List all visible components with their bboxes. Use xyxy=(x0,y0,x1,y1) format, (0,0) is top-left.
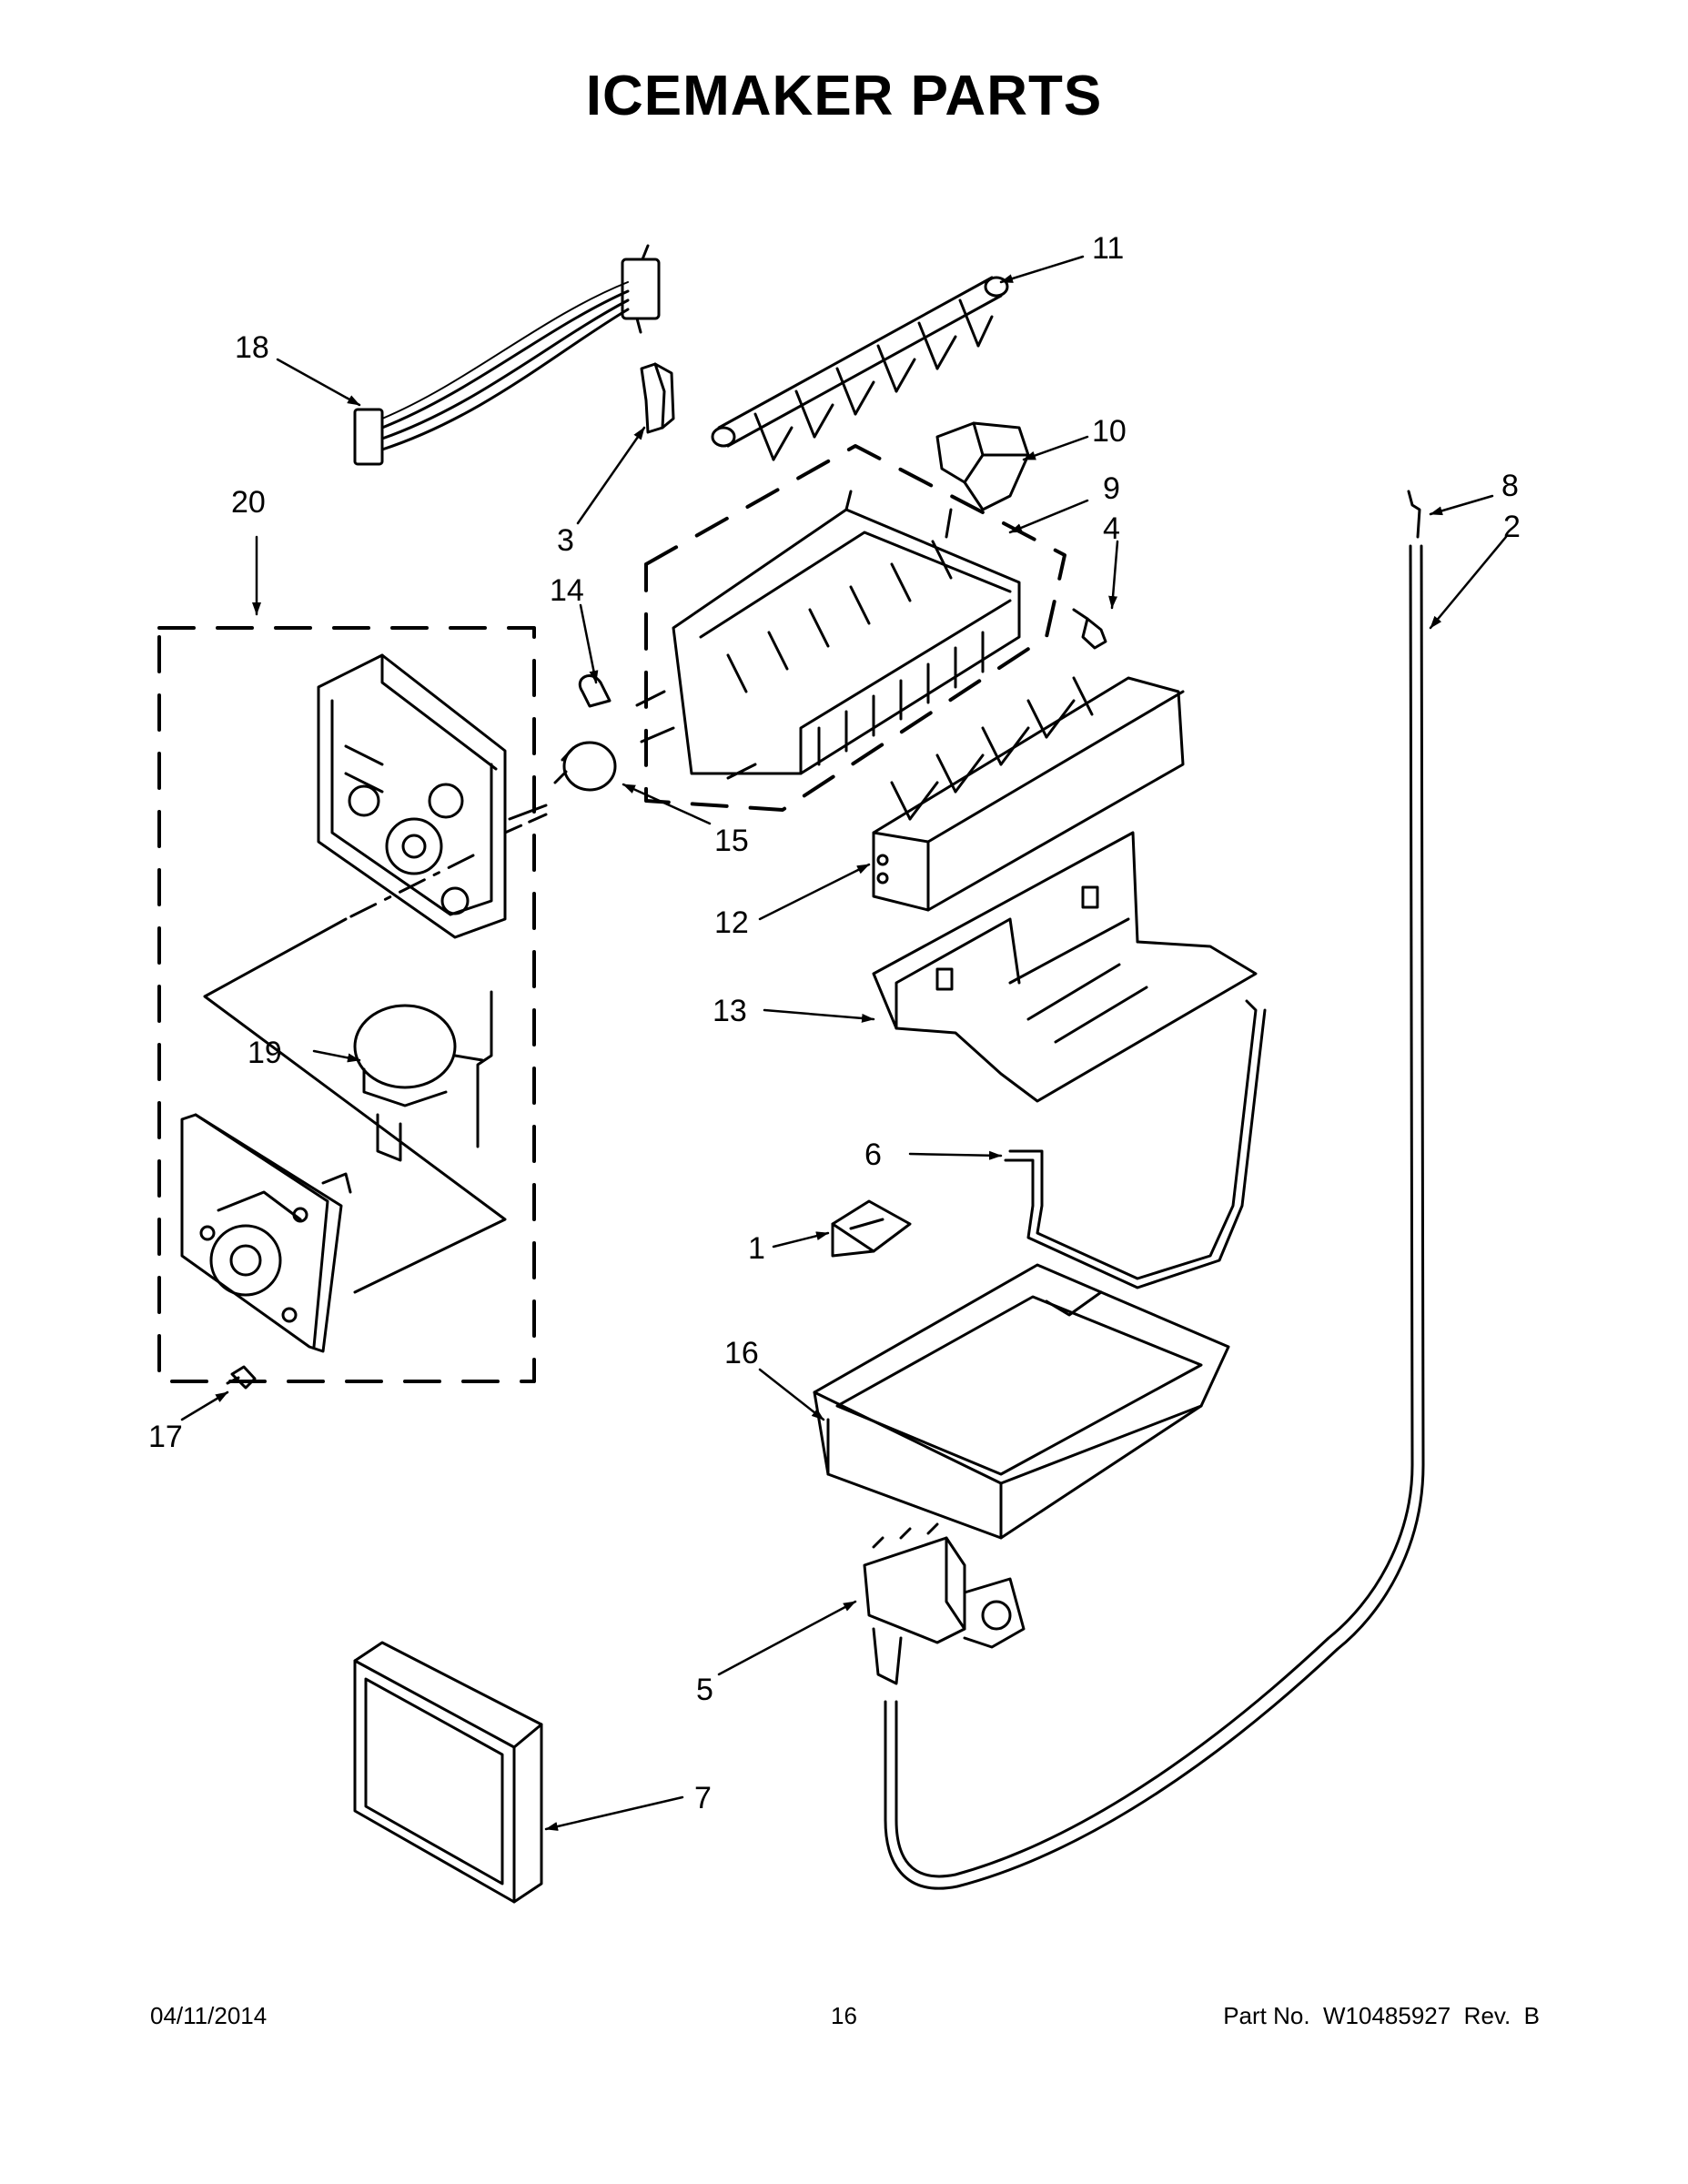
support-bracket-part xyxy=(872,831,1258,1103)
callout-18: 18 xyxy=(235,330,269,365)
filter-cover-part xyxy=(353,1641,543,1904)
control-module-housing xyxy=(317,653,548,939)
callout-7: 7 xyxy=(694,1781,712,1815)
callout-17: 17 xyxy=(148,1420,183,1454)
callout-11: 11 xyxy=(1092,231,1124,266)
page-title: ICEMAKER PARTS xyxy=(585,65,1103,127)
callout-10: 10 xyxy=(1092,414,1127,449)
icemaker-mold-part xyxy=(635,444,1066,812)
callout-19: 19 xyxy=(248,1036,282,1070)
water-valve-part xyxy=(863,1522,1026,1685)
callout-3: 3 xyxy=(557,523,574,558)
module-kit-dashed-box xyxy=(157,626,536,1383)
ejector-shaft-part xyxy=(711,276,1009,461)
callout-5: 5 xyxy=(696,1673,713,1707)
footer-page-number: 16 xyxy=(831,2002,857,2029)
callout-4: 4 xyxy=(1103,511,1120,546)
stripper-part xyxy=(872,676,1185,912)
callout-13: 13 xyxy=(713,994,747,1028)
thermostat-part xyxy=(508,741,617,821)
callout-leaders xyxy=(180,255,1508,1831)
footer-date: 04/11/2014 xyxy=(150,2002,268,2029)
callout-8: 8 xyxy=(1501,469,1519,503)
motor-part xyxy=(203,917,507,1294)
callout-16: 16 xyxy=(724,1336,759,1370)
mold-cover-part xyxy=(935,421,1030,511)
callout-20: 20 xyxy=(231,485,266,520)
callout-labels: 11 18 3 10 9 4 8 2 20 14 15 12 13 6 1 16… xyxy=(148,231,1521,1815)
callout-1: 1 xyxy=(748,1231,765,1266)
bail-arm-part xyxy=(1004,999,1267,1289)
bracket-clip-part xyxy=(640,362,675,434)
callout-2: 2 xyxy=(1503,510,1521,544)
screw-part-17 xyxy=(226,1365,257,1390)
callout-9: 9 xyxy=(1103,471,1120,506)
ice-bin-part xyxy=(813,1263,1230,1540)
callout-14: 14 xyxy=(550,573,584,608)
callout-6: 6 xyxy=(864,1138,882,1172)
footer-part-text: Part No. W10485927 Rev. B xyxy=(1223,2002,1540,2029)
callout-12: 12 xyxy=(714,905,749,940)
water-tube-part xyxy=(884,490,1425,1890)
mounting-plate-part xyxy=(180,1113,352,1353)
small-bracket-part-1 xyxy=(831,1199,912,1258)
screw-part-4 xyxy=(1072,608,1107,650)
wire-harness-part xyxy=(353,244,661,466)
footer-part-number: Part No. W10485927 Rev. B xyxy=(1223,2002,1540,2030)
callout-15: 15 xyxy=(714,824,749,858)
